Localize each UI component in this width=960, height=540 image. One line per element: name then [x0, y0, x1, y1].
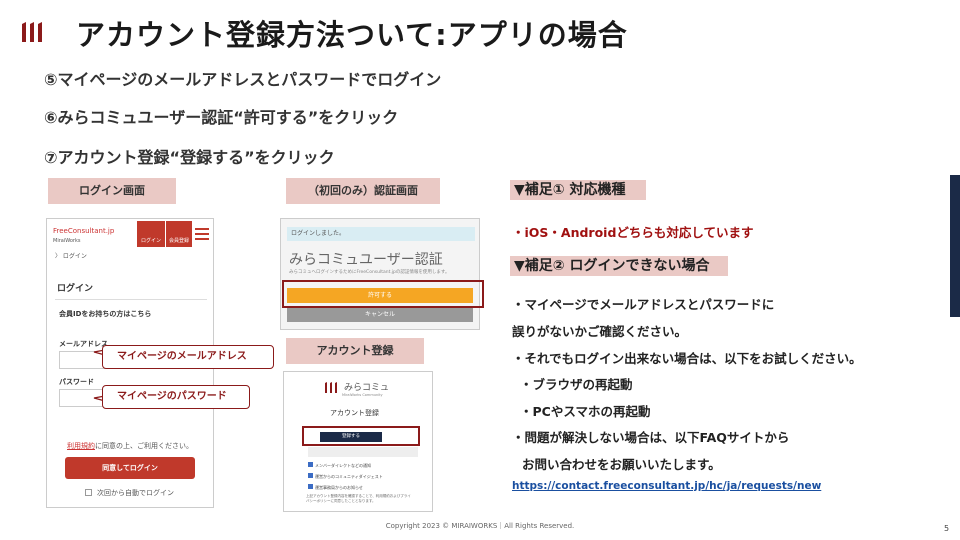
step-5: ⑤マイページのメールアドレスとパスワードでログイン: [44, 70, 442, 89]
agree-login-button[interactable]: 同意してログイン: [65, 457, 195, 479]
supplement2-line-1: ・マイページでメールアドレスとパスワードに: [512, 297, 775, 312]
supplement2-line-4: ・ブラウザの再起動: [520, 377, 633, 392]
callout-password: マイページのパスワード: [102, 385, 250, 409]
register-screenshot: みらコミュ MiraiWorks Community アカウント登録 登録する …: [283, 371, 433, 512]
auto-login-checkbox[interactable]: [85, 489, 92, 496]
terms-line: 利用規約に同意の上、ご利用ください。: [67, 442, 193, 450]
notify-options: メンバーダイレクトなどの通知 運営からのコミュニティダイジェスト 運営事務局から…: [308, 462, 383, 495]
supplement2-line-2: 誤りがないかご確認ください。: [512, 324, 688, 339]
auth-heading: みらコミュユーザー認証: [289, 252, 443, 268]
supplement2-heading: ▼補足② ログインできない場合: [510, 256, 728, 276]
miraiworks-logo: [22, 22, 42, 42]
callout-email: マイページのメールアドレス: [102, 345, 274, 369]
hamburger-icon[interactable]: [195, 228, 209, 240]
register-button[interactable]: 登録する: [320, 432, 382, 442]
step-7: ⑦アカウント登録“登録する”をクリック: [44, 148, 335, 167]
auth-caption: （初回のみ）認証画面: [286, 178, 440, 204]
login-caption: ログイン画面: [48, 178, 176, 204]
supplement2-line-3: ・それでもログイン出来ない場合は、以下をお試しください。: [512, 351, 862, 366]
check-icon[interactable]: [308, 473, 313, 478]
supplement2-line-5: ・PCやスマホの再起動: [520, 404, 651, 419]
auth-desc: みらコミュへログインするためにFreeConsultant.jpの認証情報を使用…: [289, 270, 450, 275]
member-text: 会員IDをお持ちの方はこちら: [59, 310, 152, 318]
email-label: メールアドレス: [59, 340, 108, 348]
allow-button[interactable]: 許可する: [287, 288, 473, 303]
register-highlight: [302, 426, 420, 446]
login-icon-button[interactable]: ログイン: [137, 221, 165, 247]
mirakomyu-logo-text: みらコミュ: [344, 383, 390, 393]
login-brand-sub: MiraiWorks: [53, 238, 81, 244]
logo-sub: MiraiWorks Community: [342, 393, 383, 397]
auth-screenshot: ログインしました。 みらコミュユーザー認証 みらコミュへログインするためにFre…: [280, 218, 480, 330]
supplement1-text: ・iOS・Androidどちらも対応しています: [512, 225, 754, 240]
copyright: Copyright 2023 © MIRAIWORKS｜All Rights R…: [385, 522, 575, 530]
register-caption: アカウント登録: [286, 338, 424, 364]
register-icon-button[interactable]: 会員登録: [166, 221, 192, 247]
page-title: アカウント登録方法ついて:アプリの場合: [76, 18, 628, 52]
auto-login-label: 次回から自動でログイン: [97, 489, 174, 497]
divider: [55, 299, 207, 300]
cancel-button[interactable]: キャンセル: [287, 307, 473, 322]
register-info: [308, 447, 418, 457]
faq-link[interactable]: https://contact.freeconsultant.jp/hc/ja/…: [512, 480, 822, 492]
page-number: 5: [944, 524, 950, 533]
mirakomyu-logo-icon: [325, 382, 337, 393]
register-footnote: 上記アカウント登録内容を確認することで、利用規約およびプライバシーポリシーに同意…: [306, 494, 411, 503]
login-brand: FreeConsultant.jp: [53, 227, 115, 235]
password-label: パスワード: [59, 378, 94, 386]
auth-notice: ログインしました。: [287, 227, 475, 241]
terms-link[interactable]: 利用規約: [67, 442, 95, 450]
supplement2-line-6: ・問題が解決しない場合は、以下FAQサイトから: [512, 430, 790, 445]
login-heading: ログイン: [57, 284, 94, 294]
breadcrumb: 〉 ログイン: [55, 253, 87, 260]
navy-edge-bar: [950, 175, 960, 317]
check-icon[interactable]: [308, 484, 313, 489]
register-heading: アカウント登録: [330, 409, 379, 417]
step-6: ⑥みらコミュユーザー認証“許可する”をクリック: [44, 108, 399, 127]
supplement1-heading: ▼補足① 対応機種: [510, 180, 646, 200]
supplement2-line-7: お問い合わせをお願いいたします。: [522, 457, 721, 472]
check-icon[interactable]: [308, 462, 313, 467]
allow-highlight: [282, 280, 484, 308]
